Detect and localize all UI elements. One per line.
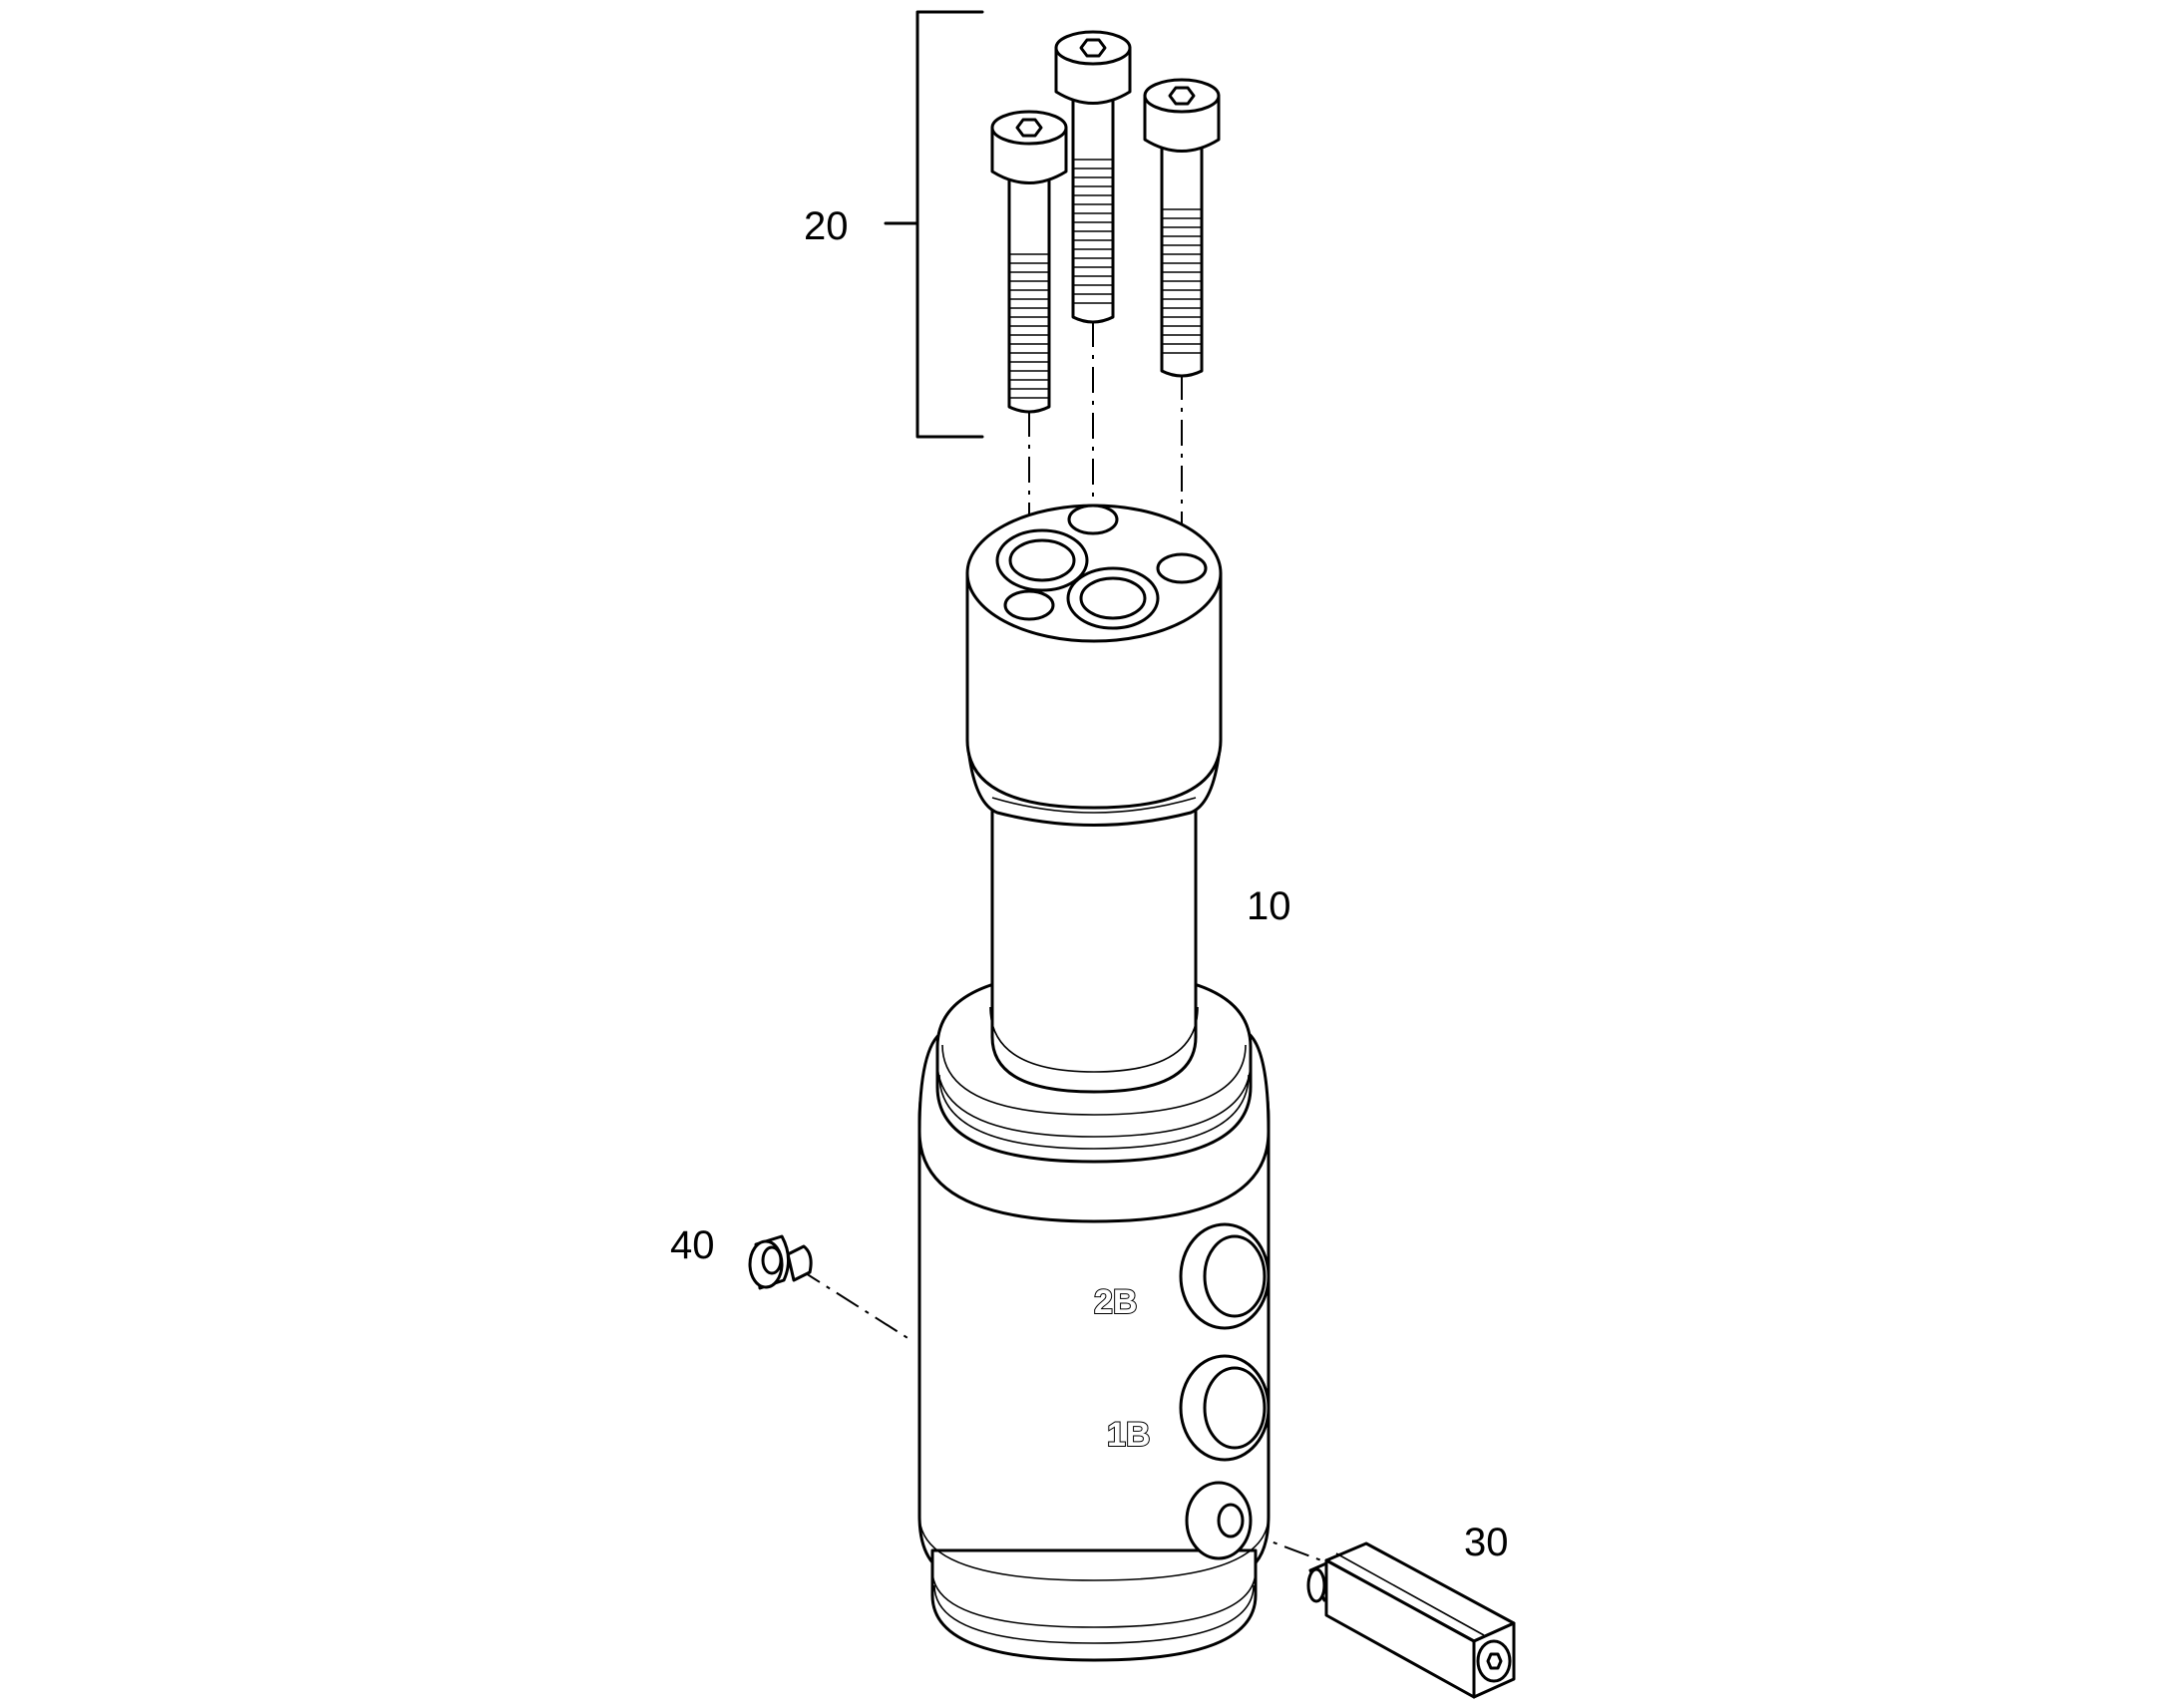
callout-20: 20 xyxy=(804,204,849,248)
screw-left xyxy=(990,110,1068,414)
callout-30: 30 xyxy=(1464,1521,1509,1564)
side-port-2b xyxy=(1179,1222,1271,1330)
port-label-1b: 1B xyxy=(1107,1416,1150,1454)
screw-right xyxy=(1143,78,1221,378)
hex-socket-icon xyxy=(1168,86,1196,106)
callout-10: 10 xyxy=(1247,884,1291,928)
hex-socket-icon xyxy=(1486,1652,1503,1670)
screw-middle xyxy=(1054,30,1132,324)
callout-40: 40 xyxy=(670,1223,715,1267)
port-label-2b: 2B xyxy=(1094,1283,1137,1321)
bolt-hole xyxy=(1003,589,1055,621)
hex-socket-icon xyxy=(1015,118,1043,138)
side-port-1b xyxy=(1179,1354,1271,1462)
bolt-hole xyxy=(1156,552,1208,584)
hex-socket-icon xyxy=(1079,38,1107,58)
rotary-joint-body xyxy=(917,504,1271,1662)
plug-item-40 xyxy=(748,1234,813,1290)
side-port-small xyxy=(1185,1481,1253,1560)
adapter-item-30 xyxy=(1306,1541,1516,1699)
bolt-hole xyxy=(1067,504,1119,535)
bracket-item-20 xyxy=(884,10,984,439)
